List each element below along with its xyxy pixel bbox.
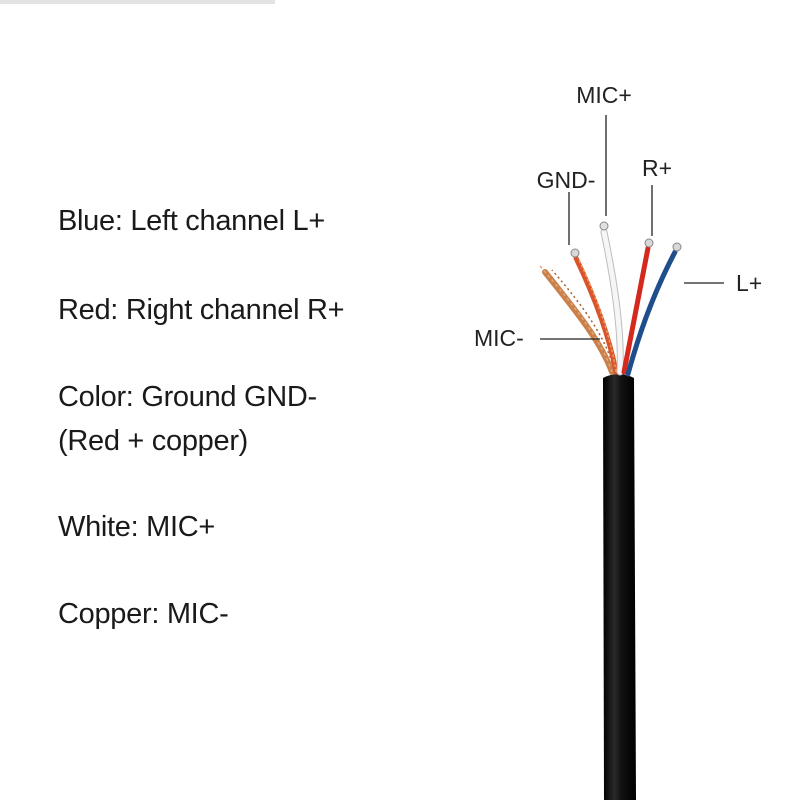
- legend-copper: Copper: MIC-: [58, 598, 229, 630]
- wire-white-core: [601, 229, 623, 375]
- wire-copper-strands-a: [539, 265, 613, 373]
- legend-white: White: MIC+: [58, 511, 216, 543]
- tip-white: [599, 221, 609, 231]
- tip-red: [644, 238, 654, 248]
- label-mic-plus: MIC+: [576, 82, 632, 108]
- tip-blue: [672, 242, 682, 252]
- wire-ground-copper: [577, 257, 617, 373]
- legend-ground-detail: (Red + copper): [58, 425, 249, 457]
- label-r-plus: R+: [642, 155, 672, 181]
- top-strip: [0, 0, 275, 4]
- cable-jacket: [603, 374, 636, 800]
- wire-red-r-plus: [621, 245, 651, 375]
- legend-blue: Blue: Left channel L+: [58, 205, 325, 237]
- wire-blue-l-plus: [625, 249, 678, 377]
- tip-ground: [570, 248, 580, 258]
- label-gnd-minus: GND-: [537, 167, 596, 193]
- wire-copper-mic-minus: [542, 269, 615, 375]
- label-mic-minus: MIC-: [474, 325, 524, 351]
- legend-red: Red: Right channel R+: [58, 294, 345, 326]
- label-l-plus: L+: [736, 270, 762, 296]
- legend-ground: Color: Ground GND-: [58, 381, 317, 413]
